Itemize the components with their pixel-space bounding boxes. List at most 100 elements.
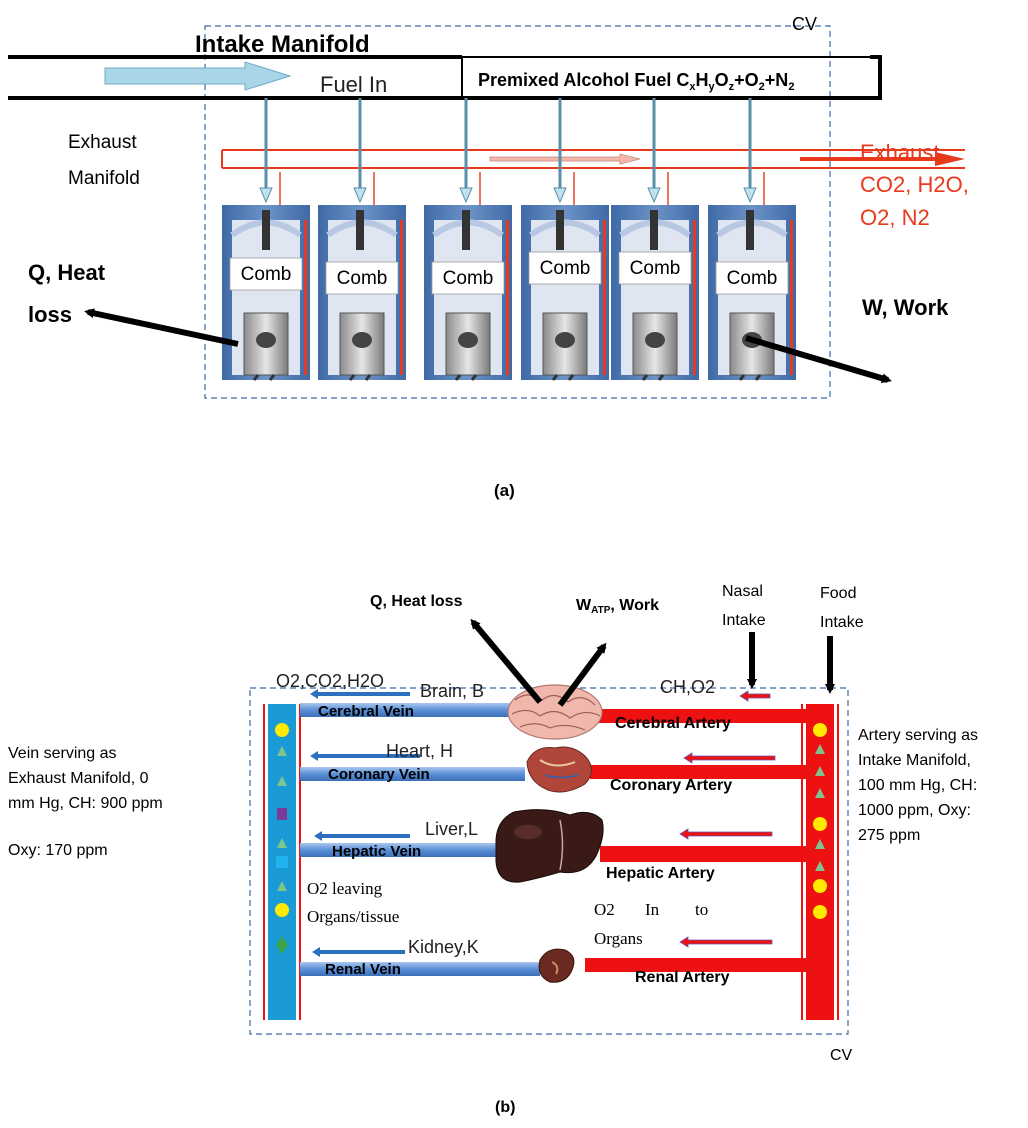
- exhaust-manifold-label-1: Exhaust: [68, 132, 137, 153]
- exhaust-manifold-pipe: [221, 149, 965, 169]
- fuel-injector-arrow-6: [743, 187, 757, 204]
- premixed-plus-n: +N: [765, 70, 789, 90]
- vein-marker-triangle-4: [277, 881, 287, 891]
- artery-marker-circle-2: [813, 817, 827, 831]
- comb-box-6: [715, 261, 789, 295]
- cylinder-2: Comb: [318, 98, 406, 381]
- vein-desc-line-2: Exhaust Manifold, 0: [8, 770, 149, 787]
- fuel-injector-arrow-4: [553, 187, 567, 204]
- food-intake-label-1: Food: [820, 585, 856, 602]
- exhaust-out-label-2: CO2, H2O,: [860, 172, 969, 197]
- cylinder-1: Comb: [222, 98, 310, 381]
- vein-oxy: Oxy: 170 ppm: [8, 842, 108, 859]
- comb-box-5: [618, 251, 692, 285]
- premixed-sub-y: y: [709, 81, 716, 93]
- brain-organ: [507, 684, 603, 740]
- spark-plug-5: [650, 210, 658, 250]
- comb-label-4: Comb: [540, 258, 591, 279]
- comb-box-2: [325, 261, 399, 295]
- o2-in-label-1c: to: [695, 900, 708, 919]
- artery-marker-circle-3: [813, 879, 827, 893]
- fuel-injector-arrow-3: [459, 187, 473, 204]
- heat-loss-label-b: Q, Heat loss: [370, 593, 463, 610]
- work-label-b: WATP, Work: [576, 597, 659, 616]
- liver-label: Liver,L: [425, 819, 478, 839]
- premixed-sub-2a: 2: [759, 81, 765, 93]
- inflow-label: CH,O2: [660, 677, 715, 697]
- premixed-h: H: [696, 70, 709, 90]
- renal-artery-label: Renal Artery: [635, 969, 730, 986]
- hepatic-vein-label: Hepatic Vein: [332, 843, 421, 860]
- hepatic-artery-pipe: [600, 846, 806, 862]
- vein-desc-line-1: Vein serving as: [8, 745, 117, 762]
- cylinder-3: Comb: [424, 98, 512, 381]
- renal-artery-pipe: [585, 958, 806, 972]
- o2-in-label-1a: O2: [594, 900, 615, 919]
- panel-b: CV: [8, 583, 978, 1116]
- premixed-fuel-label: Premixed Alcohol Fuel CxHyOz+O2+N2: [478, 70, 794, 93]
- outflow-label: O2,CO2,H2O: [276, 671, 384, 691]
- cerebral-vein-pipe: [300, 703, 510, 717]
- premixed-sub-z: z: [729, 81, 735, 93]
- coronary-artery-pipe: [590, 765, 806, 779]
- spark-plug-4: [556, 210, 564, 250]
- heart-organ: [526, 746, 592, 793]
- caption-b: (b): [495, 1099, 515, 1116]
- fuel-in-arrow: [104, 61, 292, 91]
- coronary-artery-label: Coronary Artery: [610, 777, 732, 794]
- fuel-injector-arrow-2: [353, 187, 367, 204]
- cv-label-a: CV: [792, 14, 817, 34]
- cerebral-artery-label: Cerebral Artery: [615, 715, 731, 732]
- control-volume-a: [204, 25, 831, 399]
- renal-vein-pipe: [300, 962, 540, 976]
- intake-manifold-label: Intake Manifold: [195, 31, 370, 58]
- intake-manifold-pipe: [8, 55, 882, 100]
- vein-marker-square-blue: [276, 856, 288, 868]
- brain-label: Brain, B: [420, 681, 484, 701]
- exhaust-out-label-1: Exhaust,: [860, 140, 946, 165]
- vein-marker-triangle-1: [277, 746, 287, 756]
- kidney-organ: [538, 948, 575, 983]
- exhaust-manifold-label-2: Manifold: [68, 168, 140, 189]
- coronary-vein-label: Coronary Vein: [328, 766, 430, 783]
- heat-loss-arrow-a: [84, 308, 239, 347]
- cerebral-vein-label: Cerebral Vein: [318, 703, 414, 720]
- comb-label-1: Comb: [241, 264, 292, 285]
- artery-desc-line-1: Artery serving as: [858, 727, 978, 744]
- fuel-injector-arrow-5: [647, 187, 661, 204]
- hepatic-artery-label: Hepatic Artery: [606, 865, 715, 882]
- cv-label-b: CV: [830, 1047, 853, 1064]
- kidney-label: Kidney,K: [408, 937, 479, 957]
- work-arrow-a: [745, 335, 892, 384]
- artery-desc-line-4: 1000 ppm, Oxy:: [858, 802, 971, 819]
- food-intake-label-2: Intake: [820, 614, 864, 631]
- artery-marker-circle-4: [813, 905, 827, 919]
- heat-loss-label-a-1: Q, Heat: [28, 260, 106, 285]
- artery-marker-triangle-1: [815, 744, 825, 754]
- premixed-prefix: Premixed Alcohol Fuel C: [478, 70, 689, 90]
- artery-marker-triangle-2: [815, 766, 825, 776]
- comb-box-4: [528, 251, 602, 285]
- vein-marker-diamond: [276, 936, 288, 954]
- hepatic-vein-pipe: [300, 843, 500, 857]
- work-label-a: W, Work: [862, 295, 949, 320]
- artery-marker-triangle-5: [815, 861, 825, 871]
- work-w: W: [576, 597, 592, 614]
- o2-leaving-label-2: Organs/tissue: [307, 907, 399, 926]
- cylinder-4: Comb: [521, 98, 609, 381]
- nasal-intake-label-1: Nasal: [722, 583, 763, 600]
- control-volume-b: [249, 687, 849, 1035]
- fuel-in-label: Fuel In: [320, 72, 387, 97]
- nasal-intake-label-2: Intake: [722, 612, 766, 629]
- artery-desc-line-3: 100 mm Hg, CH:: [858, 777, 977, 794]
- vein-desc-line-3: mm Hg, CH: 900 ppm: [8, 795, 163, 812]
- work-suffix: , Work: [610, 597, 659, 614]
- comb-label-3: Comb: [443, 268, 494, 289]
- exhaust-out-label-3: O2, N2: [860, 205, 930, 230]
- heart-label: Heart, H: [386, 741, 453, 761]
- coronary-vein-pipe: [300, 767, 525, 781]
- heat-loss-arrow-b: [470, 618, 543, 704]
- spark-plug-3: [462, 210, 470, 250]
